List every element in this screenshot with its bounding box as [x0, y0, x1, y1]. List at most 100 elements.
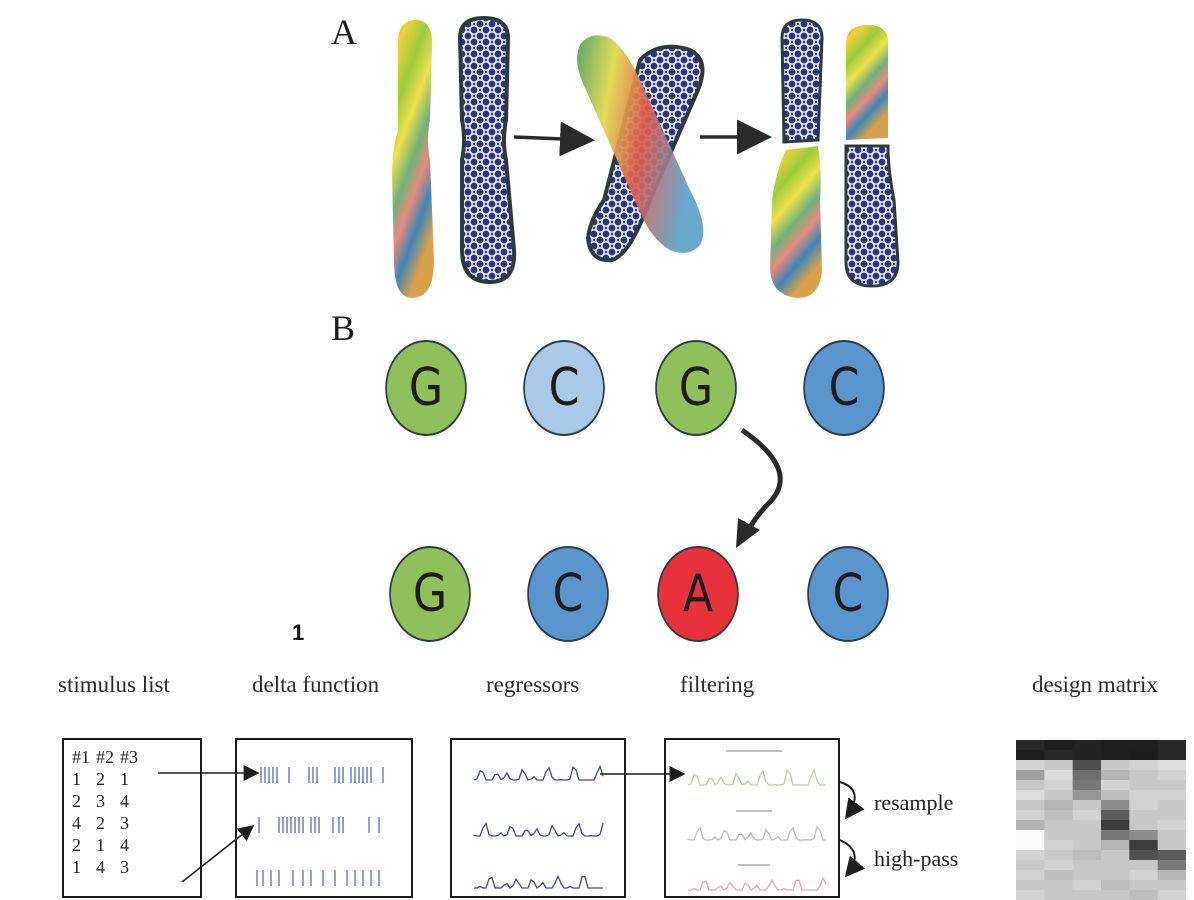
design-matrix-cell — [1129, 850, 1159, 861]
design-matrix-cell — [1129, 760, 1159, 771]
design-matrix-cell — [1072, 750, 1102, 761]
stimulus-header-2: #2 — [96, 746, 114, 767]
delta-function-plot — [256, 767, 384, 886]
stimulus-table-header: #1#2#3 — [72, 746, 144, 768]
design-matrix-cell — [1072, 760, 1102, 771]
chromosome-crossing-multicolor — [577, 35, 704, 254]
nucleotide-top-c-4: C — [803, 340, 885, 436]
mutation-arrow-head — [736, 518, 760, 548]
design-matrix-cell — [1044, 810, 1074, 821]
design-matrix-cell — [1044, 780, 1074, 791]
design-matrix-cell — [1044, 760, 1074, 771]
stimulus-cell: 4 — [120, 834, 129, 855]
resample-label: resample — [874, 790, 954, 815]
design-matrix-cell — [1044, 750, 1074, 761]
design-matrix-cell — [1044, 770, 1074, 781]
stimulus-list-title: stimulus list — [58, 672, 170, 697]
stimulus-cell: 1 — [120, 768, 129, 789]
filtering-title: filtering — [680, 672, 755, 697]
design-matrix-image — [1016, 740, 1186, 900]
design-matrix-cell — [1016, 760, 1045, 771]
panel-a-label: A — [331, 12, 357, 52]
design-matrix-title: design matrix — [1032, 672, 1158, 697]
design-matrix-cell — [1101, 750, 1130, 761]
design-matrix-cell — [1016, 840, 1045, 851]
stimulus-cell: 4 — [72, 812, 81, 833]
design-matrix-cell — [1157, 890, 1186, 900]
mutation-arrow — [740, 427, 783, 537]
stimulus-cell: 3 — [96, 790, 105, 811]
design-matrix-cell — [1101, 760, 1130, 771]
design-matrix-cell — [1044, 830, 1074, 841]
design-matrix-cell — [1157, 810, 1186, 821]
design-matrix-cell — [1101, 800, 1130, 811]
design-matrix-cell — [1072, 830, 1102, 841]
chromosome-recombined-bottom-b — [844, 144, 900, 288]
design-matrix-cell — [1157, 740, 1186, 751]
design-matrix-cell — [1016, 740, 1045, 751]
filtered-curve — [687, 767, 826, 786]
design-matrix-cell — [1101, 790, 1130, 801]
chromosome-crossover-diagram — [392, 15, 900, 298]
design-matrix-cell — [1157, 870, 1186, 881]
regressor-curve — [473, 821, 604, 837]
stimulus-cell: 4 — [96, 856, 105, 877]
design-matrix-cell — [1129, 860, 1159, 871]
filtered-curve — [687, 825, 826, 841]
design-matrix-cell — [1044, 850, 1074, 861]
stimulus-cell: 1 — [96, 834, 105, 855]
delta-function-box — [235, 738, 413, 898]
high-pass-arrow — [839, 839, 866, 878]
design-matrix-cell — [1129, 800, 1159, 811]
design-matrix-cell — [1072, 800, 1102, 811]
stimulus-cell: 3 — [120, 856, 129, 877]
design-matrix-cell — [1072, 770, 1102, 781]
design-matrix-cell — [1157, 840, 1186, 851]
design-matrix-cell — [1016, 870, 1045, 881]
design-matrix-cell — [1101, 740, 1130, 751]
stimulus-cell: 2 — [96, 812, 105, 833]
design-matrix-cell — [1157, 760, 1186, 771]
nucleotide-bottom-a-3: A — [657, 546, 739, 642]
design-matrix-cell — [1129, 770, 1159, 781]
design-matrix-cell — [1016, 860, 1045, 871]
design-matrix-cell — [1101, 870, 1130, 881]
design-matrix-cell — [1072, 820, 1102, 831]
design-matrix-cell — [1129, 820, 1159, 831]
design-matrix-cell — [1072, 780, 1102, 791]
stimulus-cell: 1 — [72, 856, 81, 877]
design-matrix-cell — [1044, 870, 1074, 881]
resample-arrow — [839, 781, 865, 820]
design-matrix-cell — [1072, 850, 1102, 861]
stimulus-cell: 2 — [96, 768, 105, 789]
stimulus-cell: 1 — [72, 768, 81, 789]
design-matrix-cell — [1157, 850, 1186, 861]
stimulus-cell: 3 — [120, 812, 129, 833]
design-matrix-cell — [1044, 820, 1074, 831]
design-matrix-cell — [1044, 740, 1074, 751]
panel-b-label: B — [331, 308, 356, 348]
design-matrix-cell — [1072, 860, 1102, 871]
filtered-curve — [688, 876, 827, 891]
nucleotide-top-g-1: G — [385, 340, 467, 436]
design-matrix-cell — [1129, 740, 1159, 751]
design-matrix-cell — [1101, 850, 1130, 861]
design-matrix-cell — [1157, 800, 1186, 811]
design-matrix-cell — [1129, 870, 1159, 881]
design-matrix-cell — [1101, 820, 1130, 831]
stimulus-header-1: #1 — [72, 746, 90, 767]
arrow-to-crossover — [513, 121, 595, 157]
design-matrix-cell — [1072, 870, 1102, 881]
design-matrix-cell — [1072, 810, 1102, 821]
nucleotide-bottom-c-2: C — [527, 546, 609, 642]
design-matrix-cell — [1016, 790, 1045, 801]
stimulus-cell: 2 — [72, 790, 81, 811]
chromosome-patterned — [457, 15, 517, 285]
chromosome-recombined-bottom — [770, 146, 822, 298]
nucleotide-bottom-g-1: G — [389, 546, 471, 642]
nucleotide-top-g-3: G — [655, 340, 737, 436]
